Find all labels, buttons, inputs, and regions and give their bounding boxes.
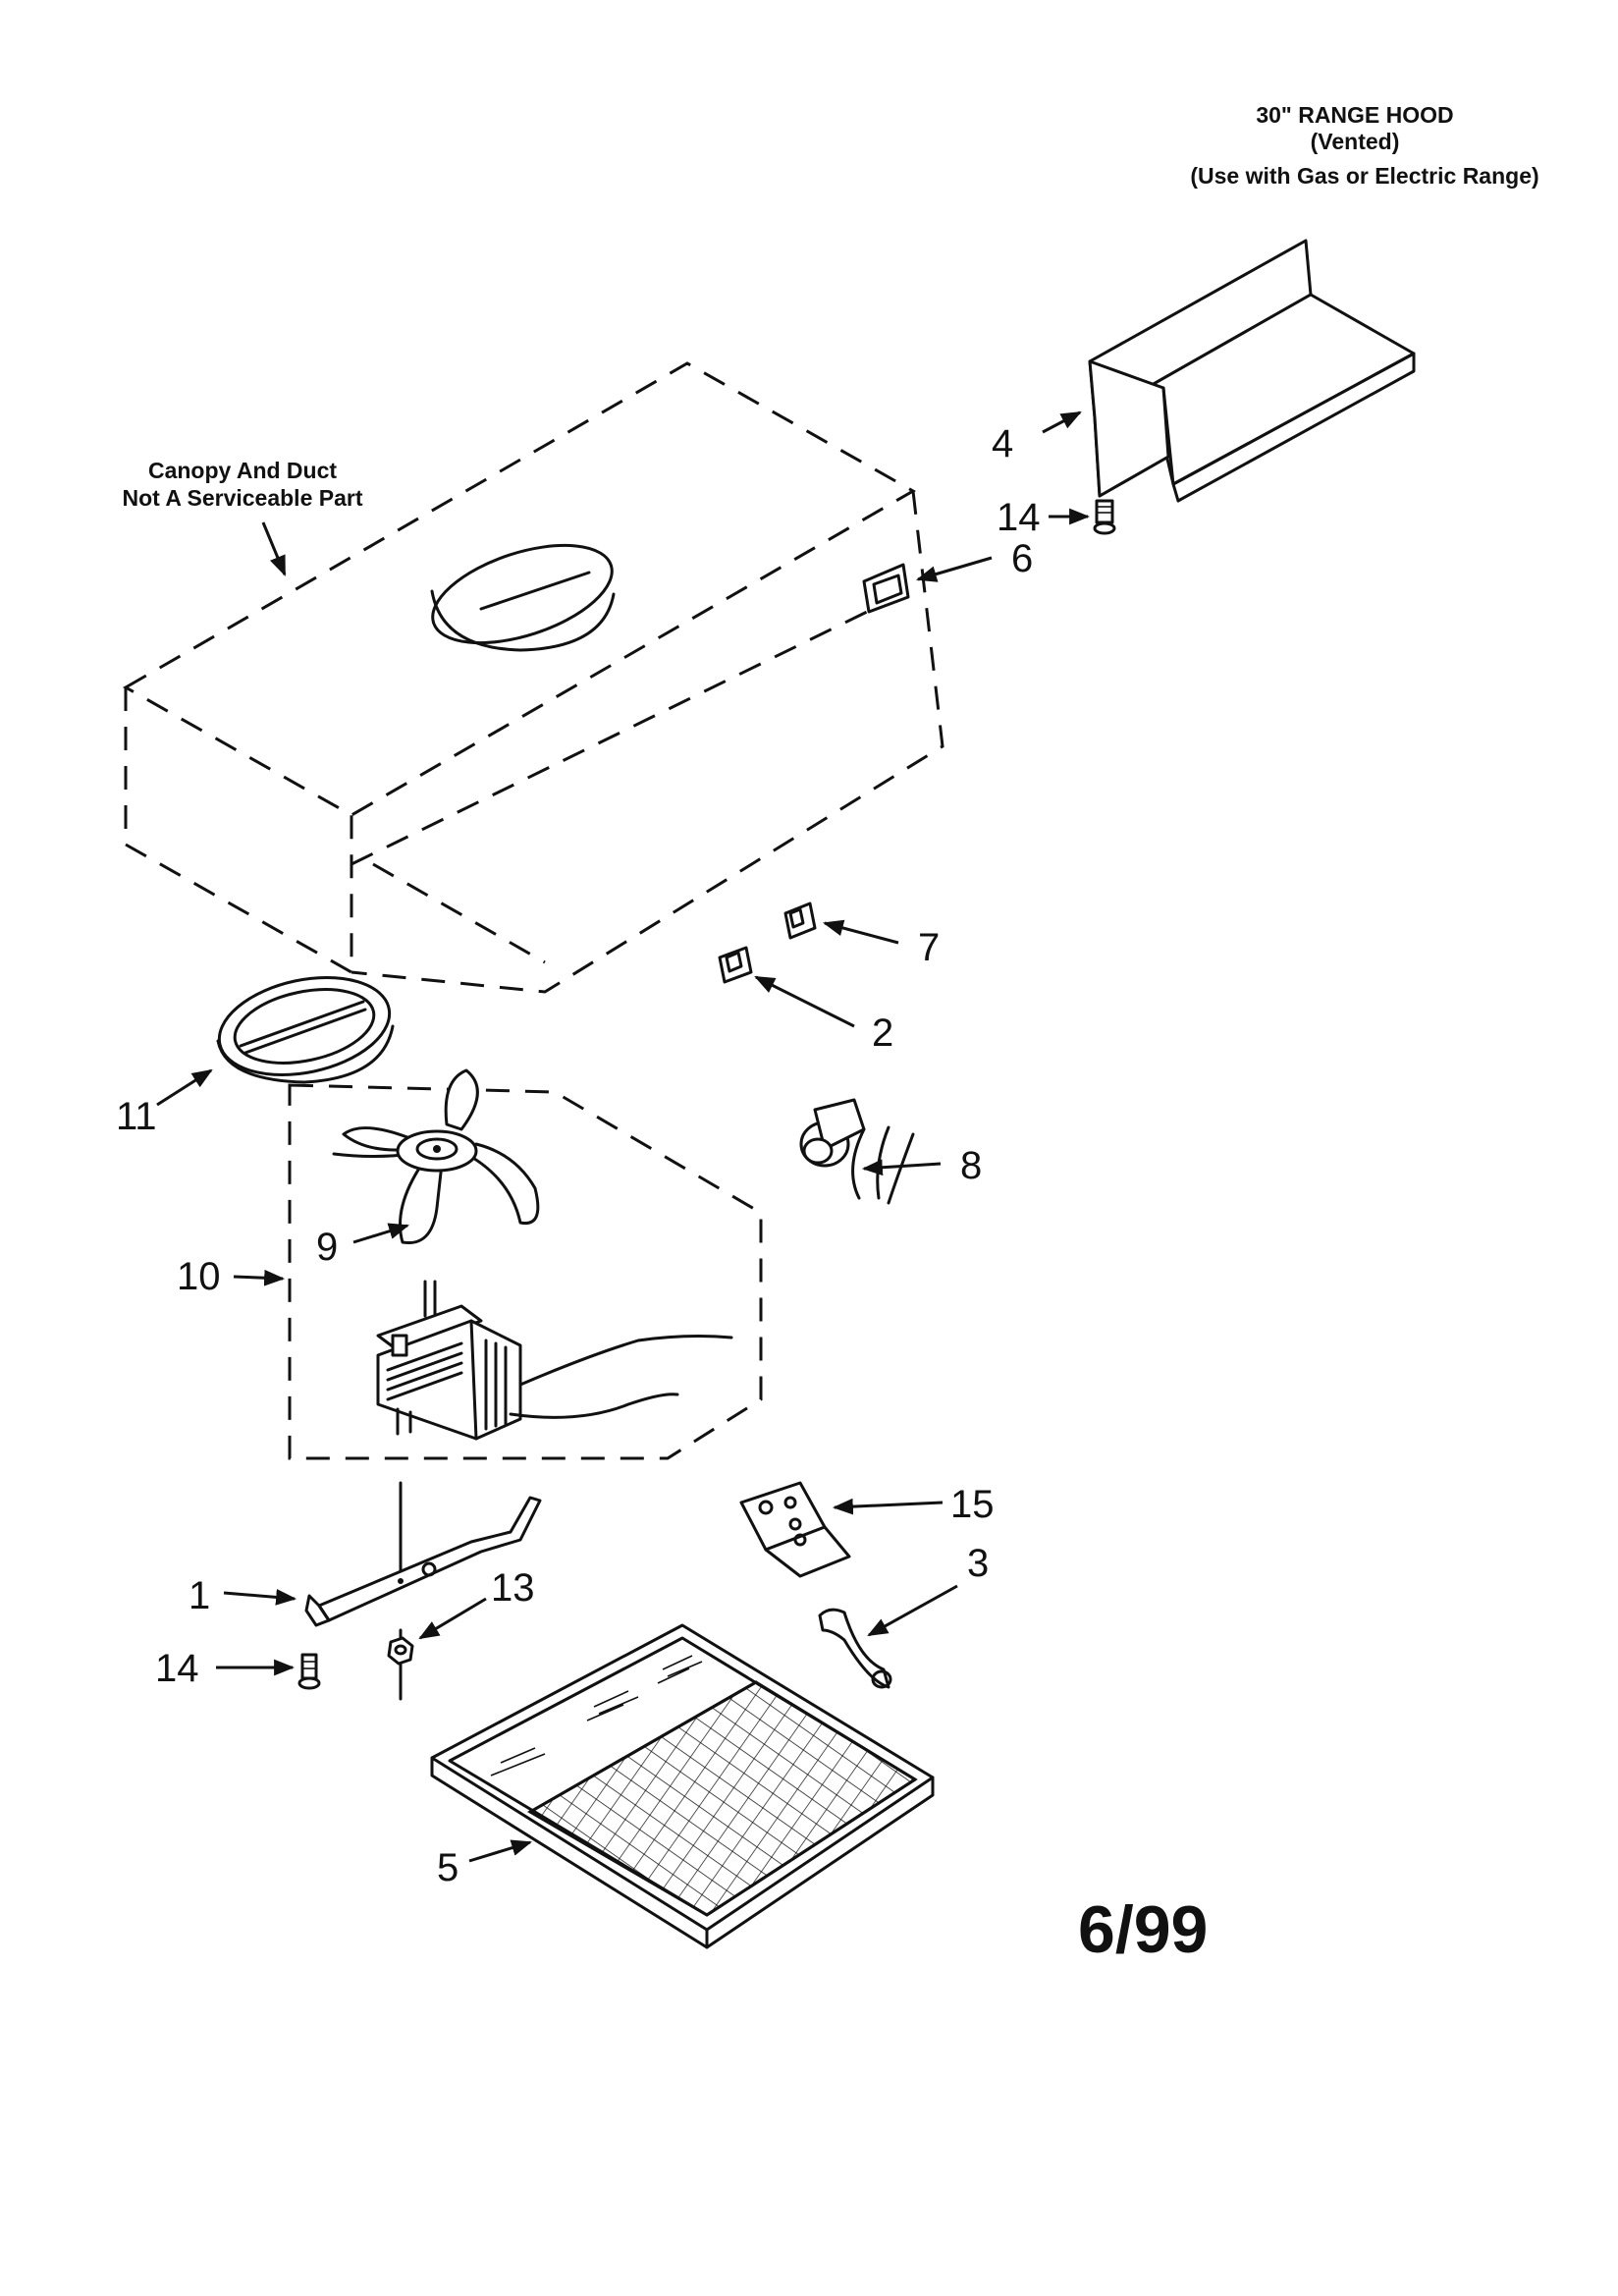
callout-6: 6 [1011, 537, 1033, 580]
title-line-1: 30" RANGE HOOD [1256, 102, 1453, 128]
callout-9: 9 [316, 1226, 338, 1269]
callout-7: 7 [918, 926, 940, 969]
callout-8: 8 [960, 1144, 982, 1187]
part-7-switch [783, 902, 817, 940]
callout-2: 2 [872, 1011, 893, 1055]
date-code: 6/99 [1078, 1892, 1208, 1967]
callout-10: 10 [177, 1255, 221, 1298]
callout-11: 11 [116, 1095, 157, 1138]
part-14-screw-top [1093, 499, 1116, 535]
part-2-switch [718, 946, 753, 984]
part-5-grease-filter [430, 1623, 935, 1949]
canopy-note-arrow [261, 521, 287, 576]
diagram-title: 30" RANGE HOOD (Vented) (Use with Gas or… [1190, 102, 1538, 189]
callout-1: 1 [189, 1574, 210, 1617]
callout-15: 15 [950, 1483, 995, 1526]
fan-motor [376, 1280, 733, 1441]
part-8-lamp-socket [799, 1098, 915, 1205]
canopy-note-line-2: Not A Serviceable Part [122, 485, 362, 511]
callout-14-top: 14 [997, 496, 1041, 539]
title-line-3: (Use with Gas or Electric Range) [1190, 163, 1538, 189]
part-14-screw-bottom [297, 1653, 321, 1690]
callout-3: 3 [967, 1542, 989, 1585]
canopy-note-line-1: Canopy And Duct [148, 458, 337, 483]
part-13-nut [387, 1628, 414, 1701]
callout-4: 4 [992, 422, 1013, 465]
title-line-2: (Vented) [1311, 129, 1400, 154]
callout-5: 5 [437, 1846, 458, 1889]
part-4-bracket [1088, 239, 1416, 503]
canopy-and-duct [122, 361, 944, 994]
part-15-lamp-bracket [739, 1481, 851, 1578]
part-11-duct-ring [216, 976, 395, 1084]
part-3-lamp-clip [818, 1608, 892, 1689]
canopy-note: Canopy And Duct Not A Serviceable Part [122, 458, 363, 576]
callout-13: 13 [491, 1566, 535, 1610]
part-1-motor-bracket [304, 1481, 542, 1627]
callout-14-bottom: 14 [155, 1647, 199, 1690]
part-6-label [862, 563, 910, 614]
part-9-fan-blade [332, 1068, 540, 1245]
part-10-motor-assembly [288, 1083, 763, 1460]
